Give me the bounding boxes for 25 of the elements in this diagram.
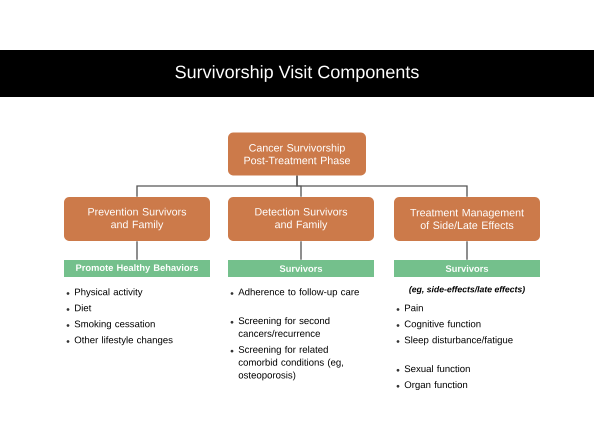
category-box: Prevention Survivors and Family xyxy=(64,197,210,241)
connector-line xyxy=(466,241,468,260)
bullet-item: Cognitive function xyxy=(396,320,480,330)
bullet-item: Screening for second cancers/recurrence xyxy=(230,317,330,337)
category-box: Treatment Management of Side/Late Effects xyxy=(394,197,540,241)
root-box: Cancer Survivorship Post-Treatment Phase xyxy=(228,132,366,176)
bullet-item: Physical activity xyxy=(66,288,143,298)
header-bar: Survivors xyxy=(394,260,540,277)
title-band: Survivorship Visit Components xyxy=(0,50,594,97)
bullet-item: Sexual function xyxy=(396,365,470,372)
bullet-item: Sleep disturbance/fatigue xyxy=(396,336,513,346)
bullet-item: Screening for related comorbid conditions (eg, osteoporosis) xyxy=(230,346,344,380)
bullet-item: Organ function xyxy=(396,381,468,390)
bullet-item: Adherence to follow-up care xyxy=(230,288,359,298)
note: (eg, side-effects/late effects) xyxy=(409,286,525,294)
bullet-item: Diet xyxy=(66,304,92,312)
bullet-item: Pain xyxy=(396,304,423,312)
category-box: Detection Survivors and Family xyxy=(228,197,374,241)
bullet-item: Smoking cessation xyxy=(66,320,155,330)
connector-line xyxy=(136,241,138,260)
header-bar: Survivors xyxy=(228,260,374,277)
connector-line xyxy=(300,241,302,260)
connector-line xyxy=(296,176,468,197)
header-bar: Promote Healthy Behaviors xyxy=(64,260,210,277)
bullet-item: Other lifestyle changes xyxy=(66,336,173,346)
